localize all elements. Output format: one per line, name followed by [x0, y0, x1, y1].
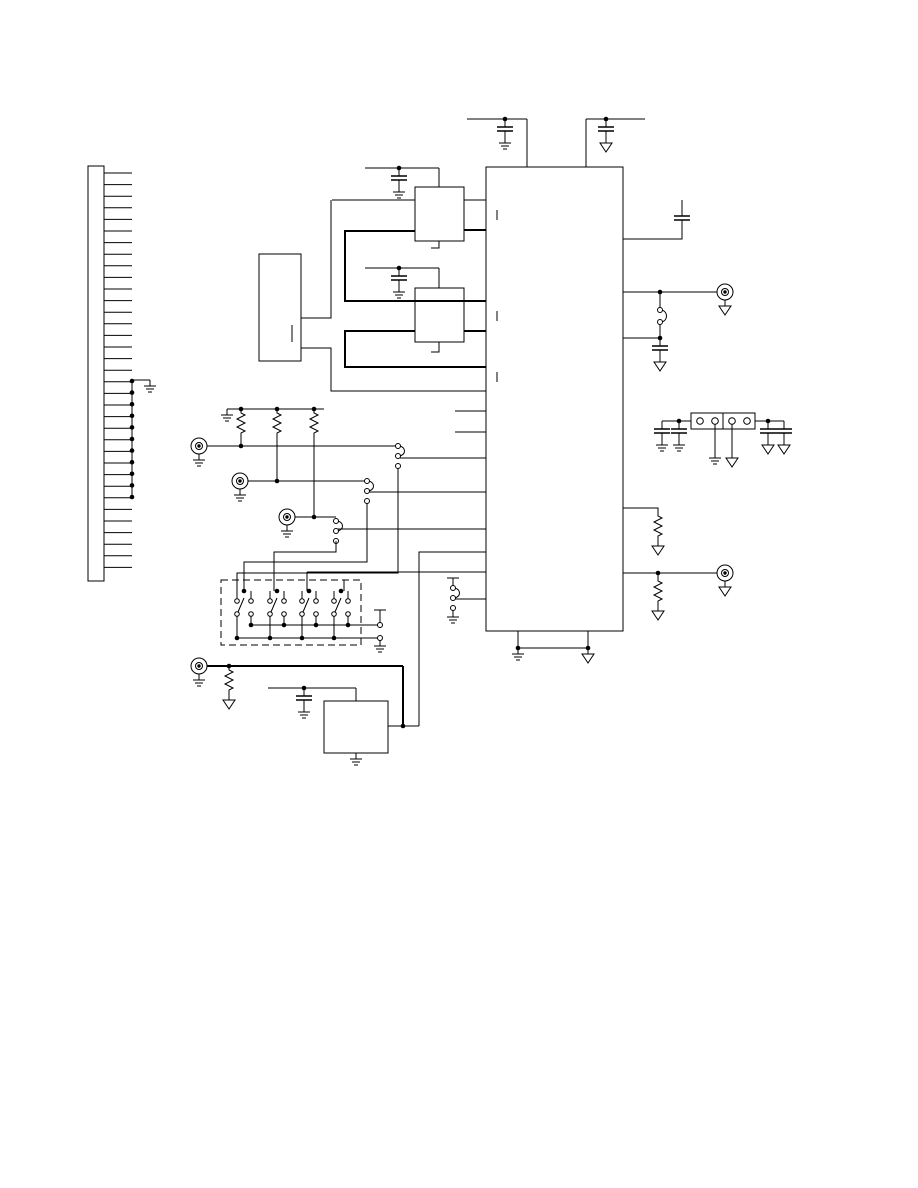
resistor — [236, 408, 246, 438]
ground-symbol — [143, 379, 157, 393]
junction-dot — [129, 425, 135, 430]
coax-input-3 — [274, 508, 486, 591]
switch-contact — [331, 611, 337, 617]
ground-symbol — [297, 705, 311, 719]
ground-symbol — [446, 610, 460, 624]
ground-symbol — [498, 136, 512, 150]
coax-output-2 — [623, 564, 734, 621]
analog-ground-symbol — [651, 604, 665, 621]
pullup-resistor-bank — [220, 406, 324, 516]
analog-ground-symbol — [653, 355, 667, 372]
switch-lever — [271, 598, 277, 612]
analog-ground-symbol — [599, 136, 613, 153]
main-ic — [486, 167, 623, 631]
bottom-block — [268, 552, 486, 766]
junction-dot — [129, 378, 135, 384]
jumper — [333, 518, 343, 544]
jumper-header-3pin — [653, 413, 793, 468]
decoupling-capacitor — [390, 267, 408, 287]
junction-dot — [129, 401, 135, 407]
decoupling-capacitor — [496, 118, 514, 138]
decoupling-capacitor — [651, 337, 669, 357]
jumper-lower — [446, 578, 486, 624]
switch-contact — [313, 598, 319, 604]
resistor — [653, 576, 663, 606]
ground-symbol — [373, 639, 387, 653]
connector-ground-dots — [129, 378, 135, 500]
ic-lower — [345, 265, 486, 367]
dip-switch — [221, 572, 486, 653]
ground-symbol — [511, 647, 525, 661]
decoupling-capacitor — [759, 420, 777, 440]
switch-contact — [299, 611, 305, 617]
analog-ground-symbol — [651, 539, 665, 556]
switch-lever — [303, 598, 309, 612]
resistor — [309, 408, 319, 438]
switch-contact — [248, 611, 254, 617]
junction-dot — [129, 483, 135, 488]
decoupling-capacitor — [653, 420, 671, 440]
analog-ground-symbol — [222, 693, 236, 710]
resistor — [224, 665, 234, 695]
switch-contact — [345, 611, 351, 617]
ic-input-stubs — [455, 411, 486, 432]
junction-dot — [129, 413, 135, 419]
junction-dot — [129, 436, 135, 442]
junction-dot — [129, 494, 135, 500]
ic-upper — [332, 165, 486, 301]
decoupling-capacitor — [597, 118, 615, 138]
junction-dot — [129, 448, 135, 453]
ground-symbol — [220, 408, 234, 422]
side-block — [259, 200, 486, 391]
switch-contact — [234, 611, 240, 617]
switch-contact — [267, 611, 273, 617]
coax-input-2 — [231, 472, 486, 591]
decoupling-capacitor — [670, 420, 688, 440]
junction-dot — [129, 471, 135, 477]
jumper — [364, 478, 374, 504]
switch-contact — [331, 598, 337, 604]
jumper — [395, 443, 405, 469]
decoupling-capacitor — [295, 687, 313, 707]
switch-contact — [345, 598, 351, 604]
resistor — [272, 408, 282, 438]
connector-body — [88, 166, 104, 581]
switch-contact — [299, 598, 305, 604]
analog-ground-symbol — [581, 647, 595, 664]
switch-contact — [281, 611, 287, 617]
switch-lever — [335, 598, 341, 612]
switch-contact — [267, 598, 273, 604]
coax-input-4 — [190, 657, 403, 725]
decoupling-capacitor — [390, 167, 408, 187]
decoupling-capacitor — [775, 420, 793, 440]
ground-symbol — [349, 752, 363, 766]
junction-dot — [129, 390, 135, 395]
connector-pins — [104, 173, 132, 567]
switch-contact — [313, 611, 319, 617]
coax-input-1 — [190, 437, 486, 591]
top-supply-rails — [467, 116, 645, 167]
junction-dot — [129, 459, 135, 465]
switch-contact — [234, 598, 240, 604]
connector-header — [88, 166, 157, 581]
switch-contact — [281, 598, 287, 604]
output-load-resistor — [623, 508, 665, 556]
ic-bottom-grounds — [511, 631, 595, 664]
coax-output-1 — [623, 283, 734, 372]
right-capacitor — [623, 200, 690, 239]
ground-symbol — [392, 285, 406, 299]
switch-contact — [248, 598, 254, 604]
switch-lever — [238, 598, 244, 612]
resistor — [653, 511, 663, 541]
ground-symbol — [392, 185, 406, 199]
